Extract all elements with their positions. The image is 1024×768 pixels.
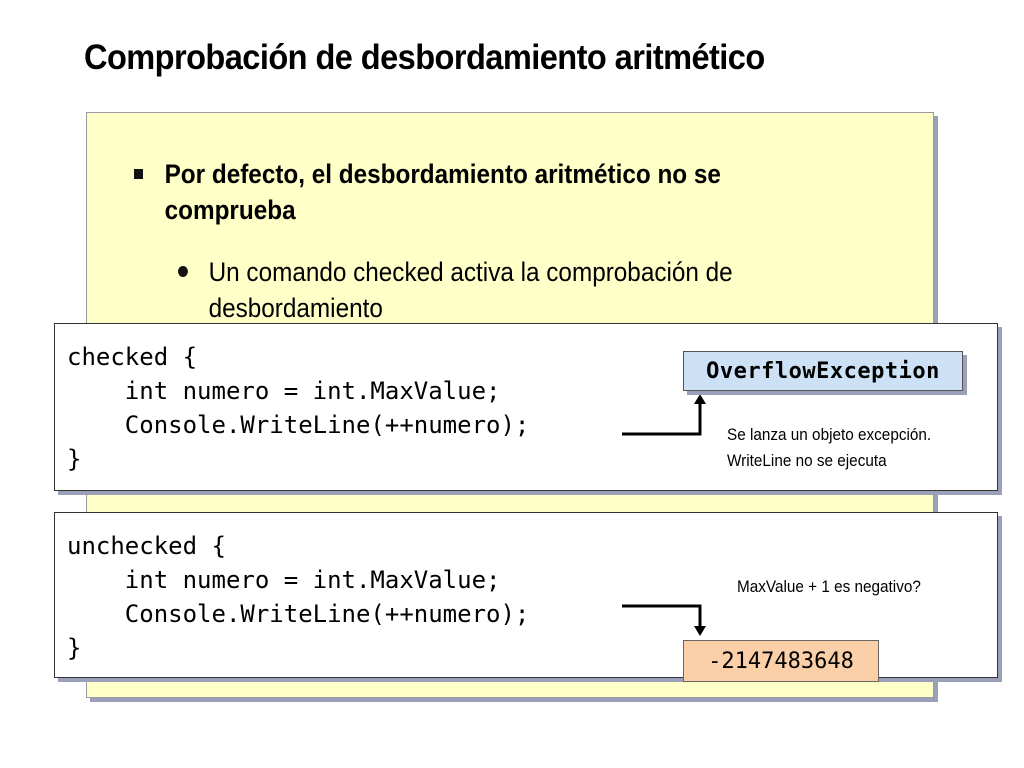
bullet-text: Por defecto, el desbordamiento aritmétic… <box>164 159 721 225</box>
bullet-level-1: Por defecto, el desbordamiento aritmétic… <box>134 156 800 228</box>
exception-note-line-1: Se lanza un objeto excepción. <box>727 425 932 444</box>
negative-result-tag: -2147483648 <box>683 640 879 682</box>
slide-title: Comprobación de desbordamiento aritmétic… <box>84 38 765 77</box>
bullet-level-2: Un comando checked activa la comprobació… <box>178 254 844 326</box>
bullet-text: Un comando checked activa la comprobació… <box>208 257 733 323</box>
square-bullet-icon <box>134 169 143 179</box>
checked-code: checked { int numero = int.MaxValue; Con… <box>67 343 530 473</box>
unchecked-code: unchecked { int numero = int.MaxValue; C… <box>67 532 530 662</box>
overflow-exception-tag: OverflowException <box>683 351 963 391</box>
exception-note: Se lanza un objeto excepción. WriteLine … <box>727 422 931 474</box>
round-bullet-icon <box>178 266 188 277</box>
negative-note: MaxValue + 1 es negativo? <box>737 577 921 596</box>
exception-note-line-2: WriteLine no se ejecuta <box>727 451 887 470</box>
